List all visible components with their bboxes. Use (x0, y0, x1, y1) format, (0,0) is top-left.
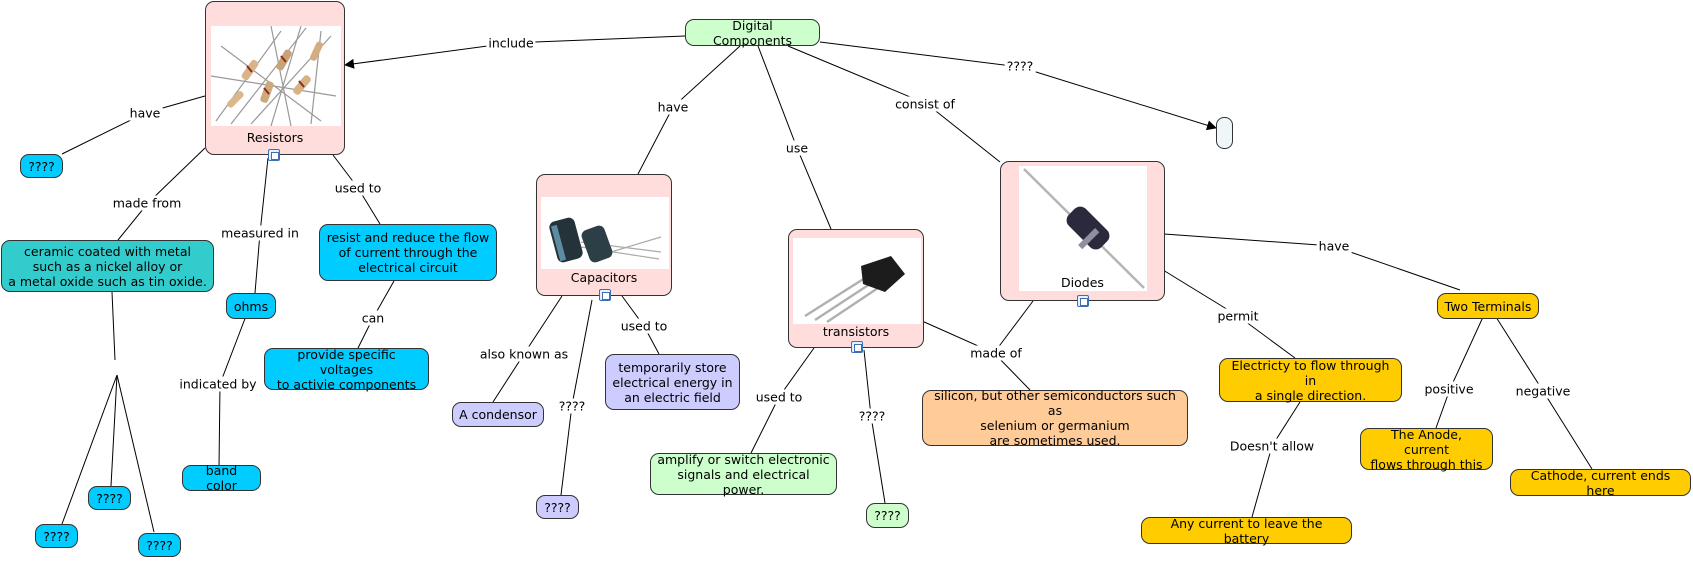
edge-ceramic-fork (111, 291, 116, 361)
edge-use (757, 45, 832, 230)
concept-ceramic[interactable]: ceramic coated with metal such as a nick… (1, 240, 214, 292)
resources-icon[interactable] (851, 341, 863, 353)
edge-fork-left (61, 374, 118, 525)
link-consist-of: consist of (893, 96, 957, 112)
link-used-to-res: used to (332, 180, 384, 196)
edge-trans-q (863, 349, 886, 504)
link-diode-have: have (1316, 238, 1352, 254)
resistors-image (211, 26, 341, 126)
concept-condensor[interactable]: A condensor (452, 402, 544, 427)
diodes-image (1019, 166, 1147, 291)
edge-unknown (819, 41, 1217, 131)
edge-diode-have (1163, 233, 1461, 291)
concept-any-current[interactable]: Any current to leave the battery (1141, 516, 1352, 546)
concept-capacitors[interactable]: Capacitors (536, 174, 672, 301)
concept-res-have-unknown[interactable]: ???? (20, 154, 63, 178)
concept-trans-unknown[interactable]: ???? (866, 503, 909, 528)
edge-indicated-by (218, 315, 247, 468)
link-can: can (359, 310, 387, 326)
concept-band-color[interactable]: band color (182, 463, 261, 493)
concept-transistors[interactable]: transistors (788, 229, 924, 353)
resistors-illustration (211, 26, 337, 126)
edge-made-of-diodes (993, 300, 1034, 354)
capacitors-illustration (549, 217, 662, 263)
resistors-label: Resistors (246, 130, 304, 145)
concept-q-right[interactable]: ???? (138, 533, 181, 557)
capacitors-label: Capacitors (570, 270, 638, 285)
edge-fork-mid (110, 374, 118, 487)
link-permit: permit (1215, 308, 1261, 324)
edge-fork-right (116, 374, 155, 533)
concept-q-left[interactable]: ???? (35, 524, 78, 548)
diodes-illustration (1023, 168, 1145, 289)
resources-icon[interactable] (1077, 295, 1089, 307)
concept-silicon[interactable]: silicon, but other semiconductors such a… (922, 388, 1188, 448)
link-use: use (783, 140, 811, 156)
concept-q-mid[interactable]: ???? (88, 486, 131, 510)
concept-electricity-flow[interactable]: Electricty to flow through in a single d… (1219, 358, 1402, 403)
link-used-to-trans: used to (753, 389, 805, 405)
concept-cathode[interactable]: Cathode, current ends here (1510, 468, 1691, 498)
link-also-known-as: also known as (477, 346, 571, 362)
link-unknown: ???? (1004, 58, 1036, 74)
link-cap-q: ???? (556, 398, 588, 414)
link-positive: positive (1422, 381, 1476, 397)
concept-ohms[interactable]: ohms (226, 293, 276, 319)
edge-made-from (117, 147, 206, 241)
link-include: include (486, 35, 536, 51)
link-measured-in: measured in (219, 225, 301, 241)
link-made-from: made from (110, 195, 184, 211)
link-trans-q: ???? (856, 408, 888, 424)
link-made-of: made of (968, 345, 1024, 361)
concept-temp-store[interactable]: temporarily store electrical energy in a… (605, 354, 740, 410)
concept-cap-unknown[interactable]: ???? (536, 495, 579, 519)
link-indicated-by: indicated by (177, 376, 259, 392)
edge-positive (1435, 316, 1484, 429)
link-have-capacitors: have (655, 99, 691, 115)
link-negative: negative (1513, 383, 1573, 399)
edge-cap-q (560, 299, 593, 496)
concept-two-terminals[interactable]: Two Terminals (1437, 293, 1539, 319)
concept-empty[interactable] (1216, 117, 1233, 149)
link-res-have: have (127, 105, 163, 121)
concept-resistors[interactable]: Resistors (205, 1, 345, 161)
link-used-to-cap: used to (618, 318, 670, 334)
transistors-image (793, 238, 921, 324)
diodes-label: Diodes (1061, 275, 1104, 290)
link-doesnt-allow: Doesn't allow (1227, 438, 1317, 454)
resources-icon[interactable] (599, 289, 611, 301)
concept-resist-flow[interactable]: resist and reduce the flow of current th… (319, 224, 497, 281)
concept-diodes[interactable]: Diodes (1000, 161, 1165, 307)
concept-amplify[interactable]: amplify or switch electronic signals and… (650, 452, 837, 497)
capacitors-image (541, 197, 669, 269)
edge-doesnt-allow (1251, 401, 1301, 518)
transistors-illustration (804, 256, 905, 324)
resources-icon[interactable] (268, 149, 280, 161)
concept-digital-components[interactable]: Digital Components (685, 18, 820, 48)
transistors-label: transistors (822, 324, 890, 339)
concept-provide-voltages[interactable]: provide specific voltages to activie com… (264, 347, 429, 392)
concept-anode[interactable]: The Anode, current flows through this (1360, 427, 1493, 472)
